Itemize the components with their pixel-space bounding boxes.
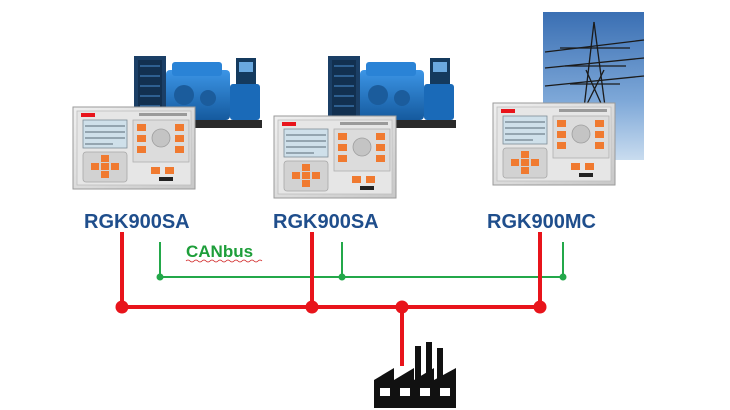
power-node — [305, 300, 319, 314]
factory-icon — [374, 342, 456, 408]
power-node — [395, 300, 409, 314]
power-node — [115, 300, 129, 314]
canbus-line — [159, 242, 564, 278]
controller-label-3: RGK900MC — [487, 211, 596, 233]
canbus-node — [559, 273, 567, 281]
controller-label-2: RGK900SA — [273, 211, 379, 233]
controller-label-1: RGK900SA — [84, 211, 190, 233]
controller-panel-2 — [273, 115, 397, 199]
power-node — [533, 300, 547, 314]
canbus-node — [338, 273, 346, 281]
power-nodes — [115, 300, 547, 314]
power-line — [120, 232, 542, 366]
controller-panel-3 — [492, 102, 616, 186]
canbus-node — [156, 273, 164, 281]
controller-panel-1 — [72, 106, 196, 190]
canbus-nodes — [156, 273, 567, 281]
canbus-label: CANbus — [186, 242, 253, 261]
spellcheck-underline — [185, 259, 263, 263]
